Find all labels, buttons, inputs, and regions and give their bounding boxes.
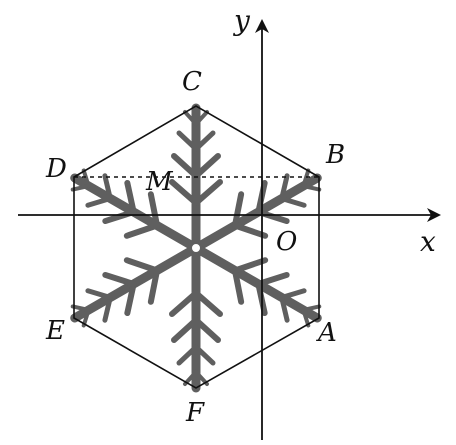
x-axis-label: x bbox=[420, 225, 436, 258]
snowflake-icon bbox=[63, 108, 329, 388]
point-label-m: M bbox=[145, 167, 174, 197]
point-label-d: D bbox=[45, 154, 67, 184]
point-label-o: O bbox=[276, 227, 297, 257]
point-label-e: E bbox=[45, 316, 65, 346]
point-label-b: B bbox=[325, 140, 345, 170]
point-label-f: F bbox=[185, 398, 205, 428]
y-axis-label: y bbox=[232, 4, 251, 37]
point-label-c: C bbox=[182, 67, 202, 97]
point-label-a: A bbox=[316, 318, 337, 348]
